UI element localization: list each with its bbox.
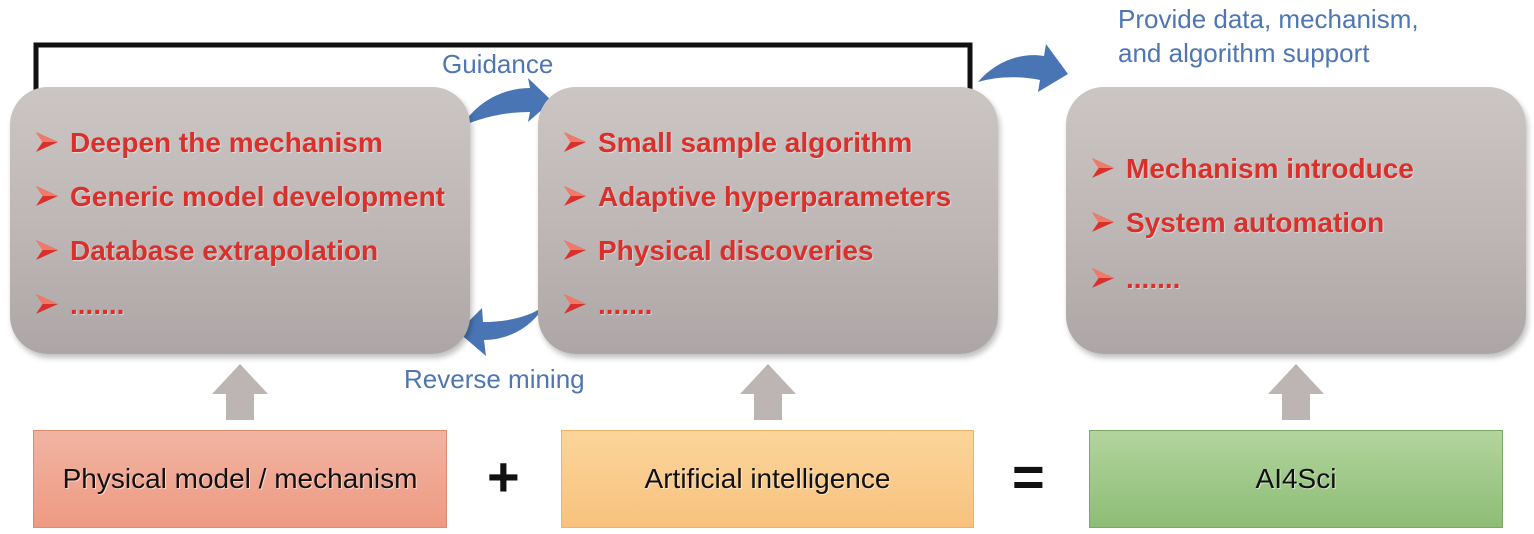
list-item: Mechanism introduce [1066, 149, 1526, 189]
list-item: Small sample algorithm [538, 123, 998, 163]
up-arrow-icon-ai4sci [1268, 364, 1324, 420]
arrow-bullet-icon [36, 186, 58, 206]
list-item-label: Database extrapolation [70, 235, 379, 266]
list-item-label: ....... [1126, 263, 1181, 294]
up-arrow-icon-ai [740, 364, 796, 420]
arrow-bullet-icon [1092, 268, 1114, 288]
arrow-bullet-icon [1092, 212, 1114, 232]
list-item: Physical discoveries [538, 231, 998, 271]
equals-operator: = [1012, 445, 1045, 508]
ai-panel: Small sample algorithm Adaptive hyperpar… [538, 87, 998, 354]
list-item: Adaptive hyperparameters [538, 177, 998, 217]
list-item-label: Generic model development [70, 181, 445, 212]
physical-model-box: Physical model / mechanism [33, 430, 447, 528]
list-item-label: Adaptive hyperparameters [598, 181, 952, 212]
artificial-intelligence-box: Artificial intelligence [561, 430, 974, 528]
up-arrow-icon-physical [212, 364, 268, 420]
arrow-bullet-icon [1092, 158, 1114, 178]
list-item-label: Deepen the mechanism [70, 127, 383, 158]
support-label-line2: and algorithm support [1118, 38, 1370, 68]
arrow-bullet-icon [36, 294, 58, 314]
list-item: ....... [1066, 259, 1526, 299]
list-item-label: ....... [70, 289, 125, 320]
guidance-arrow-icon [462, 78, 552, 126]
plus-operator: + [487, 445, 520, 508]
arrow-bullet-icon [564, 186, 586, 206]
list-item: ....... [538, 285, 998, 325]
list-item-label: System automation [1126, 207, 1385, 238]
arrow-bullet-icon [564, 240, 586, 260]
arrow-bullet-icon [564, 132, 586, 152]
arrow-bullet-icon [564, 294, 586, 314]
list-item: Deepen the mechanism [10, 123, 470, 163]
list-item-label: ....... [598, 289, 653, 320]
support-label-line1: Provide data, mechanism, [1118, 4, 1419, 34]
list-item-label: Mechanism introduce [1126, 153, 1414, 184]
arrow-bullet-icon [36, 240, 58, 260]
list-item: ....... [10, 285, 470, 325]
list-item-label: Small sample algorithm [598, 127, 913, 158]
reverse-mining-label: Reverse mining [404, 364, 585, 394]
arrow-bullet-icon [36, 132, 58, 152]
ai4sci-panel: Mechanism introduce System automation ..… [1066, 87, 1526, 354]
reverse-mining-arrow-icon [458, 306, 544, 356]
list-item: Database extrapolation [10, 231, 470, 271]
list-item: Generic model development [10, 177, 470, 217]
bracket-line [33, 42, 973, 94]
list-item-label: Physical discoveries [598, 235, 874, 266]
support-arrow-icon [978, 44, 1068, 92]
guidance-label: Guidance [442, 49, 554, 79]
list-item: System automation [1066, 203, 1526, 243]
ai4sci-box: AI4Sci [1089, 430, 1503, 528]
physical-panel: Deepen the mechanism Generic model devel… [10, 87, 470, 354]
